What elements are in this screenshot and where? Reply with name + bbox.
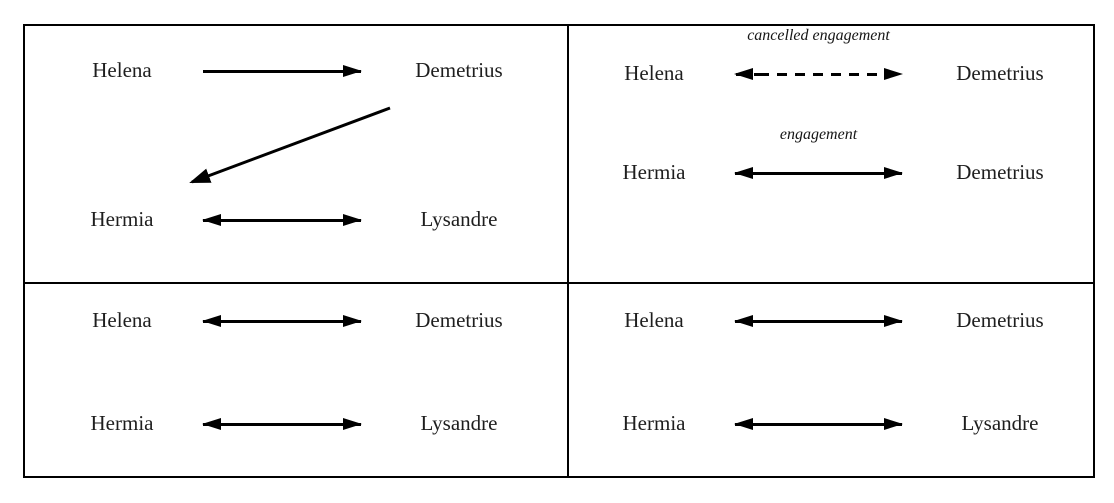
name-demetrius: Demetrius bbox=[415, 308, 503, 333]
one-way-right-arrow-icon bbox=[203, 69, 361, 73]
relation-row-helena-demetrius: Helena Demetrius bbox=[569, 301, 1093, 341]
name-helena: Helena bbox=[624, 308, 684, 333]
name-helena: Helena bbox=[92, 58, 152, 83]
panel-bottom-right: Helena Demetrius Hermia Lysandre bbox=[569, 284, 1093, 476]
panel-top-left: Helena Demetrius Hermia Ly bbox=[25, 26, 569, 284]
arrow-track bbox=[735, 422, 902, 426]
two-way-arrow-icon bbox=[735, 319, 902, 323]
name-hermia: Hermia bbox=[90, 411, 154, 436]
relation-row-hermia-lysandre: Hermia Lysandre bbox=[25, 404, 567, 444]
name-demetrius: Demetrius bbox=[956, 160, 1044, 185]
relation-row-helena-demetrius: Helena Demetrius bbox=[25, 301, 567, 341]
arrow-track bbox=[203, 319, 361, 323]
two-way-arrow-icon bbox=[735, 422, 902, 426]
two-way-arrow-icon bbox=[735, 171, 902, 175]
arrow-track: cancelled engagement bbox=[735, 27, 902, 76]
panel-bottom-left: Helena Demetrius Hermia Lysandre bbox=[25, 284, 569, 476]
name-demetrius: Demetrius bbox=[415, 58, 503, 83]
name-lysandre: Lysandre bbox=[420, 411, 498, 436]
name-hermia: Hermia bbox=[622, 411, 686, 436]
relation-row-hermia-demetrius: Hermia engagement Demetrius bbox=[569, 126, 1093, 193]
arrow-track bbox=[203, 69, 361, 73]
name-helena: Helena bbox=[92, 308, 152, 333]
name-demetrius: Demetrius bbox=[956, 61, 1044, 86]
two-way-arrow-icon bbox=[203, 319, 361, 323]
relation-row-hermia-lysandre: Hermia Lysandre bbox=[25, 200, 567, 240]
relation-label-engagement: engagement bbox=[779, 125, 858, 143]
name-hermia: Hermia bbox=[90, 207, 154, 232]
name-demetrius: Demetrius bbox=[956, 308, 1044, 333]
name-lysandre: Lysandre bbox=[420, 207, 498, 232]
relation-label-cancelled-engagement: cancelled engagement bbox=[747, 26, 890, 44]
two-way-arrow-icon bbox=[203, 422, 361, 426]
relation-row-helena-demetrius: Helena Demetrius bbox=[25, 51, 567, 91]
diagram-frame: Helena Demetrius Hermia Ly bbox=[23, 24, 1095, 478]
relation-row-helena-demetrius: Helena cancelled engagement Demetrius bbox=[569, 27, 1093, 94]
relation-row-hermia-lysandre: Hermia Lysandre bbox=[569, 404, 1093, 444]
name-helena: Helena bbox=[624, 61, 684, 86]
dashed-two-way-arrow-icon bbox=[735, 72, 902, 76]
panel-top-right: Helena cancelled engagement Demetrius He… bbox=[569, 26, 1093, 284]
arrow-track bbox=[203, 218, 361, 222]
arrow-track: engagement bbox=[735, 126, 902, 175]
name-hermia: Hermia bbox=[622, 160, 686, 185]
arrow-track bbox=[203, 422, 361, 426]
arrow-track bbox=[735, 319, 902, 323]
two-way-arrow-icon bbox=[203, 218, 361, 222]
name-lysandre: Lysandre bbox=[961, 411, 1039, 436]
